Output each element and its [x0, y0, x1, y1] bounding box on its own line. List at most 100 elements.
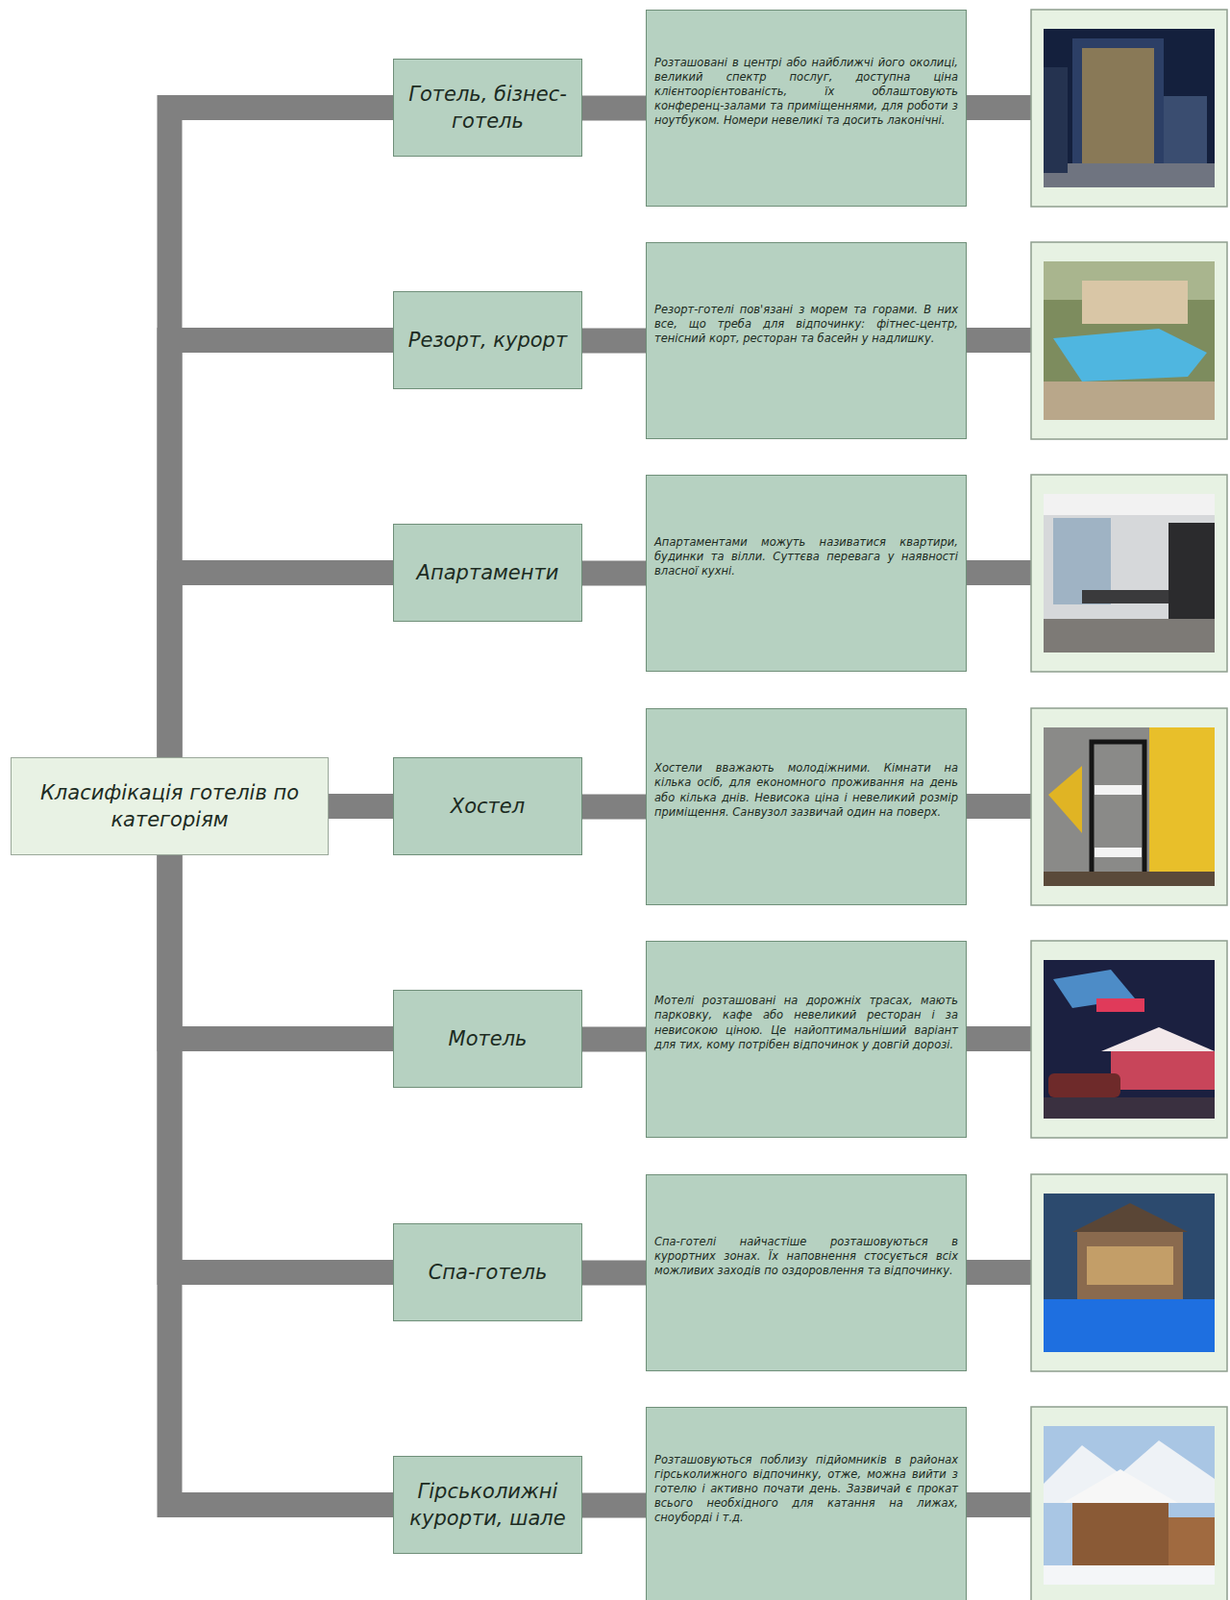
photo-ground — [1043, 28, 1215, 188]
photo-ground — [1043, 959, 1215, 1119]
chalet — [1072, 1502, 1169, 1571]
tree-connector — [582, 328, 646, 354]
box-label: Апартаменти — [417, 559, 560, 587]
tree-connector — [170, 855, 394, 1039]
leader-bar — [965, 1026, 1034, 1052]
resort-photo — [1043, 261, 1215, 420]
terrace — [1043, 381, 1215, 420]
wall-emblem — [1048, 765, 1083, 834]
bunk-frame — [1091, 741, 1145, 877]
photo-ground — [1043, 261, 1215, 420]
description-text: Резорт-готелі пов'язані з морем та горам… — [654, 302, 959, 347]
parking — [1043, 1097, 1215, 1119]
description-box: Хостели вважають молодіжними. Кімнати на… — [645, 708, 967, 906]
description-text: Розташовуються поблизу підйомників в рай… — [654, 1452, 959, 1526]
car — [1048, 1073, 1121, 1098]
picture-frame — [1031, 242, 1228, 440]
tree-connector — [582, 1027, 646, 1053]
kitchen-wall — [1168, 522, 1215, 629]
hotel-photo — [1043, 28, 1215, 188]
description-box: Апартаментами можуть називатися квартири… — [645, 474, 967, 672]
description-text: Спа-готелі найчастіше розташовуються в к… — [654, 1234, 959, 1280]
box-label: Резорт, курорт — [408, 326, 567, 354]
leader-bar — [965, 560, 1034, 586]
picture-frame — [1031, 1406, 1228, 1600]
leader-bar — [965, 793, 1034, 819]
tree-connector — [582, 96, 646, 122]
description-text: Мотелі розташовані на дорожніх трасах, м… — [654, 993, 959, 1053]
leader-bar — [965, 95, 1034, 121]
picture-frame — [1031, 474, 1228, 672]
leader-bars — [965, 95, 1034, 1518]
floor — [1043, 871, 1215, 886]
description-box: Розташовуються поблизу підйомників в рай… — [645, 1406, 967, 1600]
category-box: Апартаменти — [393, 523, 583, 622]
street — [1043, 163, 1215, 188]
picture-frame — [1031, 1174, 1228, 1372]
picture-frame — [1031, 708, 1228, 906]
description-text: Розташовані в центрі або найближчі його … — [654, 55, 959, 129]
snowy-roof — [1062, 1469, 1179, 1503]
box-label: Мотель — [448, 1025, 528, 1053]
box-label: Класифікація готелів по категоріям — [23, 779, 317, 835]
category-box: Мотель — [393, 989, 583, 1088]
resort-building — [1082, 280, 1188, 324]
description-box: Мотелі розташовані на дорожніх трасах, м… — [645, 940, 967, 1138]
motel-building — [1110, 1051, 1215, 1090]
chalet-wing — [1168, 1517, 1215, 1571]
leader-bar — [965, 327, 1034, 353]
box-label: Спа-готель — [428, 1258, 548, 1286]
pool — [1053, 328, 1207, 382]
description-box: Розташовані в центрі або найближчі його … — [645, 9, 967, 207]
tree-connector — [582, 1260, 646, 1286]
category-box: Резорт, курорт — [393, 291, 583, 390]
lower-bed — [1094, 847, 1142, 858]
apartment-photo — [1043, 493, 1215, 653]
description-text: Апартаментами можуть називатися квартири… — [654, 535, 959, 580]
floor — [1043, 618, 1215, 653]
description-box: Резорт-готелі пов'язані з морем та горам… — [645, 242, 967, 440]
picture-frame — [1031, 9, 1228, 207]
category-box: Хостел — [393, 757, 583, 856]
mountains — [1043, 1440, 1215, 1503]
tree-connector — [170, 340, 394, 758]
leader-bar — [965, 1259, 1034, 1285]
snow — [1043, 1565, 1215, 1585]
photo-ground — [1043, 1426, 1215, 1585]
description-text: Хостели вважають молодіжними. Кімнати на… — [654, 761, 959, 820]
tree-connector — [328, 793, 394, 819]
tree-connector — [170, 855, 394, 1273]
spa-photo — [1043, 1193, 1215, 1353]
category-box: Гірськолижні курорти, шале — [393, 1455, 583, 1554]
description-box: Спа-готелі найчастіше розташовуються в к… — [645, 1174, 967, 1372]
box-label: Гірськолижні курорти, шале — [403, 1477, 572, 1533]
spa-building — [1077, 1231, 1183, 1300]
root-box: Класифікація готелів по категоріям — [10, 757, 329, 856]
tree-connector — [170, 572, 394, 758]
box-label: Хостел — [450, 792, 525, 820]
roof — [1072, 1203, 1188, 1232]
chalet-photo — [1043, 1426, 1215, 1585]
category-box: Готель, бізнес-готель — [393, 58, 583, 157]
tree-connector — [582, 794, 646, 820]
tree-connector — [582, 561, 646, 587]
photo-ground — [1043, 1193, 1215, 1353]
category-box: Спа-готель — [393, 1223, 583, 1322]
photo-ground — [1043, 727, 1215, 886]
leader-bar — [965, 1492, 1034, 1518]
roof — [1101, 1027, 1215, 1052]
tree-connector — [582, 1493, 646, 1519]
hostel-photo — [1043, 727, 1215, 886]
yellow-wall — [1149, 727, 1215, 886]
ceiling — [1043, 493, 1215, 516]
lit-windows — [1082, 48, 1155, 164]
neon-board — [1096, 998, 1145, 1012]
lit-windows — [1086, 1246, 1174, 1285]
side-building — [1043, 67, 1068, 173]
tree-connector — [170, 107, 394, 758]
tree-connector — [170, 855, 394, 1505]
tower — [1072, 38, 1164, 173]
photo-ground — [1043, 493, 1215, 653]
motel-photo — [1043, 959, 1215, 1119]
box-label: Готель, бізнес-готель — [403, 80, 572, 136]
